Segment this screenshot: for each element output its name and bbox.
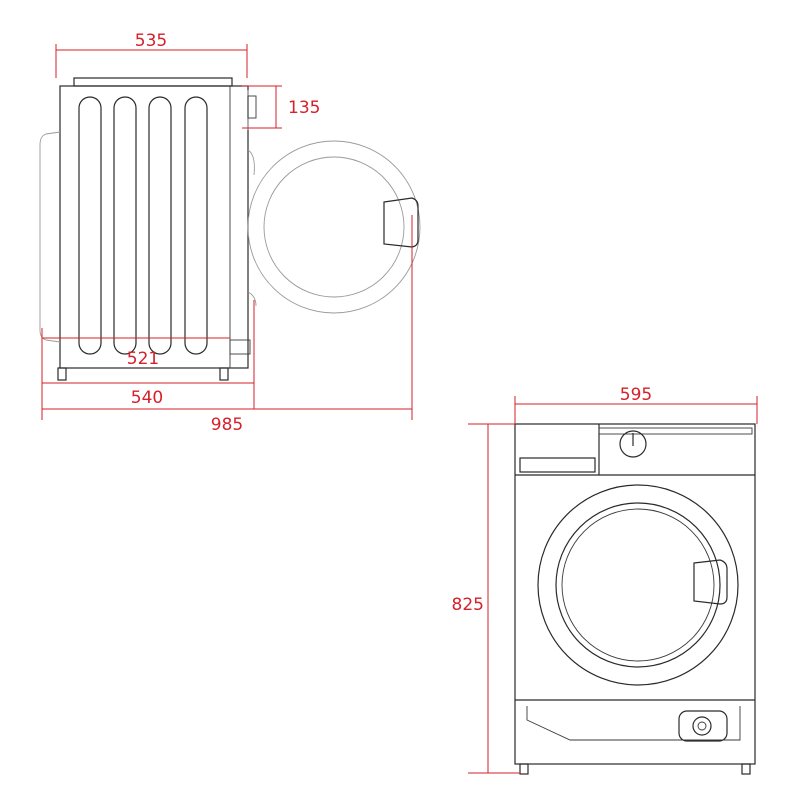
side-open-door-outer — [247, 140, 421, 314]
side-foot-rear — [57, 367, 67, 381]
side-hinge-bottom — [247, 291, 257, 307]
front-door-outer — [537, 484, 739, 686]
dim-label-535: 535 — [135, 31, 167, 51]
front-body — [514, 423, 756, 765]
side-door-handle — [383, 197, 419, 248]
dim-label-540: 540 — [131, 388, 163, 408]
filter-cover — [678, 710, 728, 742]
side-rib-4 — [184, 96, 208, 355]
side-plinth — [229, 339, 251, 355]
program-knob — [619, 430, 647, 458]
side-knob-nub — [247, 95, 257, 119]
filter-cap-center — [697, 721, 707, 731]
front-door-handle — [693, 559, 728, 605]
front-plinth-recess — [526, 706, 741, 741]
side-rear-bulge — [39, 131, 61, 343]
filter-cap — [692, 716, 712, 736]
side-view — [39, 77, 421, 381]
dim-label-135: 135 — [288, 98, 320, 118]
front-door-glass — [555, 502, 721, 668]
side-open-door-inner — [263, 156, 405, 298]
front-foot-left — [519, 763, 529, 775]
side-foot-front — [219, 367, 229, 381]
detergent-drawer — [519, 457, 596, 473]
side-dimensions: 535 135 521 540 985 — [41, 31, 413, 435]
front-view — [514, 423, 756, 775]
side-rib-1 — [78, 96, 102, 355]
side-body — [59, 85, 249, 369]
dim-label-521: 521 — [127, 349, 159, 369]
front-foot-right — [741, 763, 751, 775]
front-top-strip — [598, 427, 753, 435]
front-dimensions: 595 825 — [452, 385, 758, 774]
side-hinge-top — [247, 149, 255, 176]
side-rib-2 — [113, 96, 137, 355]
side-top-panel — [73, 77, 233, 87]
front-door-glass-inner — [561, 508, 715, 662]
side-rib-3 — [148, 96, 172, 355]
dim-label-595: 595 — [620, 385, 652, 405]
dim-label-985: 985 — [211, 415, 243, 435]
dim-label-825: 825 — [452, 595, 484, 615]
